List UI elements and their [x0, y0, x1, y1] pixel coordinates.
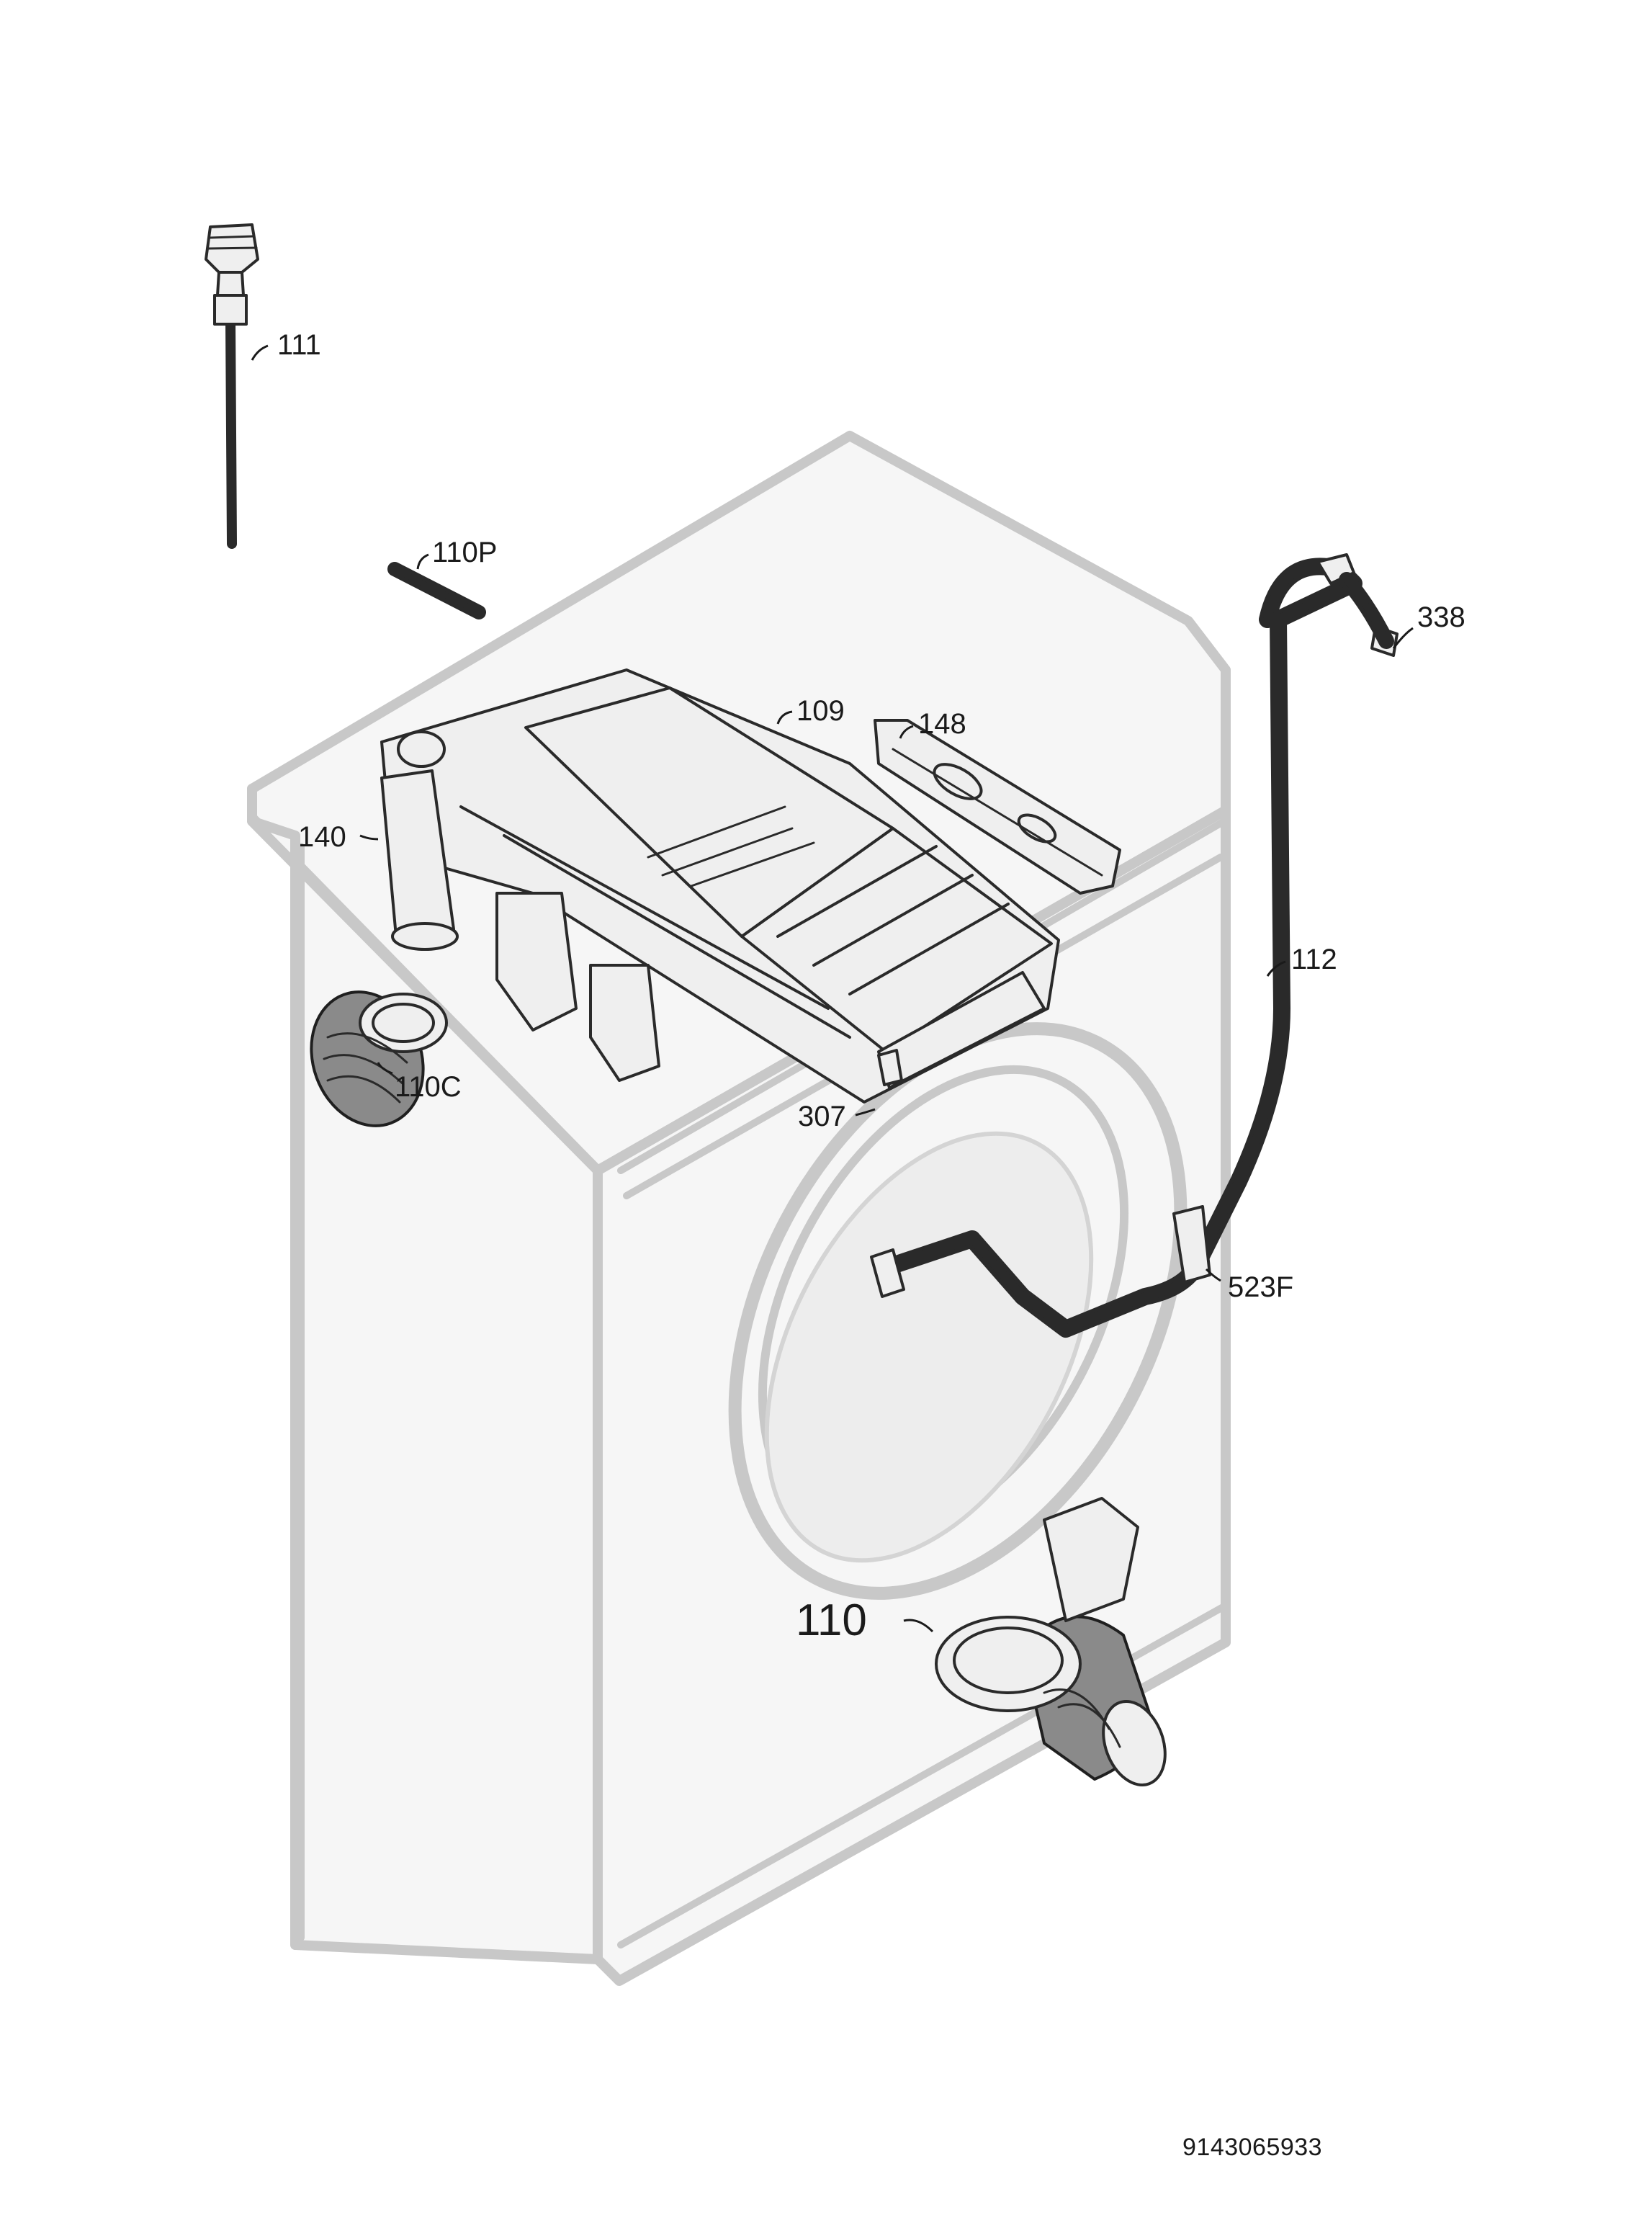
callout-109: 109 [796, 695, 845, 727]
bellows-hose-part [310, 990, 448, 1127]
leader-112 [1266, 960, 1286, 977]
inlet-chamber-part [380, 730, 459, 951]
leader-lines [251, 344, 1414, 1633]
callout-140: 140 [298, 821, 346, 853]
panel-insert-part [874, 719, 1121, 895]
sump-hose-part [935, 1497, 1167, 1787]
rod-part [387, 562, 486, 619]
drain-hose-part [870, 553, 1399, 1338]
leader-110c [377, 1062, 393, 1075]
leader-111 [251, 344, 269, 361]
callout-111: 111 [277, 329, 321, 361]
callout-148: 148 [918, 708, 966, 740]
leader-109 [776, 710, 793, 725]
callout-110: 110 [796, 1596, 867, 1645]
leader-148 [899, 725, 914, 739]
leader-338 [1392, 627, 1414, 649]
callout-110c: 110C [395, 1071, 462, 1103]
callout-523f: 523F [1228, 1271, 1293, 1303]
leader-110p [416, 553, 429, 570]
callout-307: 307 [798, 1101, 846, 1132]
detergent-dispenser-assembly [380, 668, 1060, 1104]
document-number: 9143065933 [1182, 2134, 1323, 2161]
callout-110p: 110P [432, 537, 497, 568]
leader-523f [1205, 1268, 1221, 1282]
leader-110 [903, 1619, 934, 1633]
inlet-hose-part [205, 223, 259, 549]
callout-labels: 111 110P 338 109 148 140 112 110C 307 52… [277, 329, 1465, 1645]
dispenser-clip-part [877, 1049, 903, 1086]
callout-112: 112 [1291, 944, 1337, 975]
callout-338: 338 [1417, 601, 1465, 633]
hose-clip-part [1172, 1205, 1211, 1284]
leader-307 [855, 1108, 876, 1117]
leader-140 [359, 834, 379, 841]
